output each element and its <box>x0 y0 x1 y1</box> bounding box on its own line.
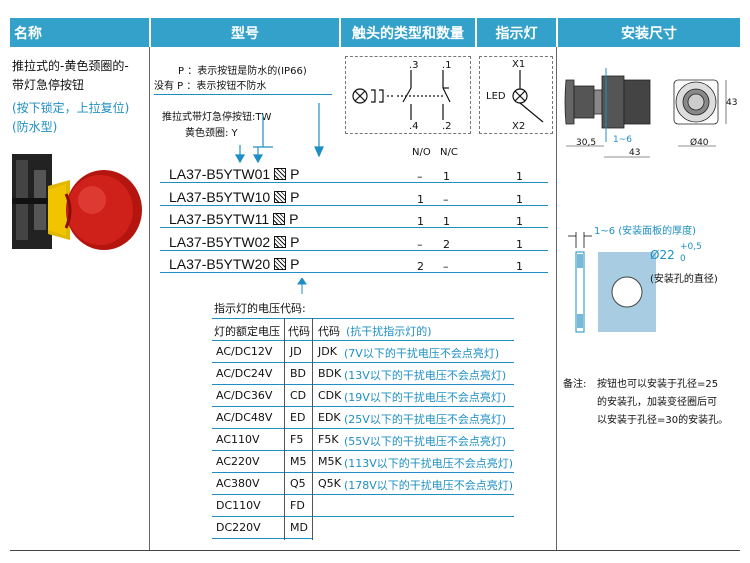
model-row: LA37-B5YTW01 P <box>169 166 300 182</box>
remark-text: 按钮也可以安装于孔径=25 的安装孔，加装变径圈后可 以安装于孔径=30的安装孔… <box>597 379 729 426</box>
nc-value: – <box>443 260 449 273</box>
product-title: 推拉式的-黄色颈圈的- 带灯急停按钮 <box>12 59 129 92</box>
hole-label: (安装孔的直径) <box>650 274 718 285</box>
model-suffix: P <box>290 189 300 205</box>
contact-symbol <box>352 70 451 120</box>
panel-thickness: 1~6 (安装面板的厚度) <box>594 226 697 237</box>
hole-tol-low: 0 <box>680 254 686 264</box>
hatch-icon <box>274 168 287 180</box>
no-label: N/O <box>412 147 431 158</box>
led-label: LED <box>486 91 506 102</box>
model-suffix: P <box>290 256 300 272</box>
model-code: LA37-B5YTW10 <box>169 189 271 205</box>
led-symbol <box>512 70 544 123</box>
legend-p: P ：表示按钮是防水的(IP66) <box>178 66 307 77</box>
terminal-1: .1 <box>442 60 452 71</box>
voltage-title: 指示灯的电压代码: <box>214 302 306 315</box>
legend-series: 推拉式带灯急停按钮:TW <box>162 112 272 123</box>
hatch-icon <box>274 191 287 203</box>
led-x1: X1 <box>512 59 526 70</box>
header-model: 型号 <box>151 18 339 47</box>
hatch-icon <box>274 236 287 248</box>
led-value: 1 <box>516 215 523 228</box>
no-value: 1 <box>417 193 424 206</box>
nc-value: 2 <box>443 238 450 251</box>
dim-43b: 43 <box>726 98 738 108</box>
hatch-icon <box>273 213 286 225</box>
header-install: 安装尺寸 <box>558 18 740 47</box>
panel-cutout <box>568 232 656 333</box>
header-indicator: 指示灯 <box>477 18 556 47</box>
legend-no-p: 没有 P ：表示按钮不防水 <box>154 81 267 92</box>
legend-collar: 黄色颈圈: Y <box>185 128 238 139</box>
product-note: (按下锁定，上拉复位) (防水型) <box>12 101 130 134</box>
led-value: 1 <box>516 238 523 251</box>
model-code: LA37-B5YTW02 <box>169 234 271 250</box>
terminal-4: .4 <box>409 121 419 132</box>
led-value: 1 <box>516 193 523 206</box>
arrow-up-icon <box>297 277 307 294</box>
product-image <box>12 154 142 250</box>
terminal-2: .2 <box>442 121 452 132</box>
header-contacts: 触头的类型和数量 <box>341 18 475 47</box>
model-row: LA37-B5YTW02 P <box>169 234 300 250</box>
dim-43a: 43 <box>629 148 641 158</box>
nc-value: 1 <box>443 170 450 183</box>
hole-tol-up: +0,5 <box>680 242 702 252</box>
led-value: 1 <box>516 170 523 183</box>
model-suffix: P <box>290 166 300 182</box>
legend-arrows <box>234 103 324 164</box>
nc-label: N/C <box>440 147 458 158</box>
nc-value: – <box>443 193 449 206</box>
dimension-drawing <box>564 68 727 158</box>
led-diagram <box>479 56 553 134</box>
terminal-3: .3 <box>409 60 419 71</box>
model-code: LA37-B5YTW11 <box>169 211 270 227</box>
hatch-icon <box>274 258 287 270</box>
model-code: LA37-B5YTW01 <box>169 166 271 182</box>
model-suffix: P <box>289 211 299 227</box>
contact-diagram <box>345 56 471 134</box>
led-value: 1 <box>516 260 523 273</box>
no-value: 1 <box>417 215 424 228</box>
led-x2: X2 <box>512 121 526 132</box>
model-suffix: P <box>290 234 300 250</box>
voltage-header-row: 灯的额定电压 代码 代码 (抗干扰指示灯的) <box>214 325 432 338</box>
no-value: 2 <box>417 260 424 273</box>
dim-305: 30,5 <box>576 138 597 148</box>
dim-40: Ø40 <box>690 138 709 148</box>
no-value: – <box>417 170 423 183</box>
model-code: LA37-B5YTW20 <box>169 256 271 272</box>
nc-value: 1 <box>443 215 450 228</box>
model-row: LA37-B5YTW10 P <box>169 189 300 205</box>
model-row: LA37-B5YTW20 P <box>169 256 300 272</box>
header-name: 名称 <box>10 18 149 47</box>
no-value: – <box>417 238 423 251</box>
dim-1-6: 1~6 <box>613 135 632 145</box>
remark-label: 备注: <box>563 379 587 390</box>
remark: 备注: <box>563 376 586 394</box>
model-row: LA37-B5YTW11 P <box>169 211 298 227</box>
hole-diameter: Ø22 <box>650 248 675 262</box>
